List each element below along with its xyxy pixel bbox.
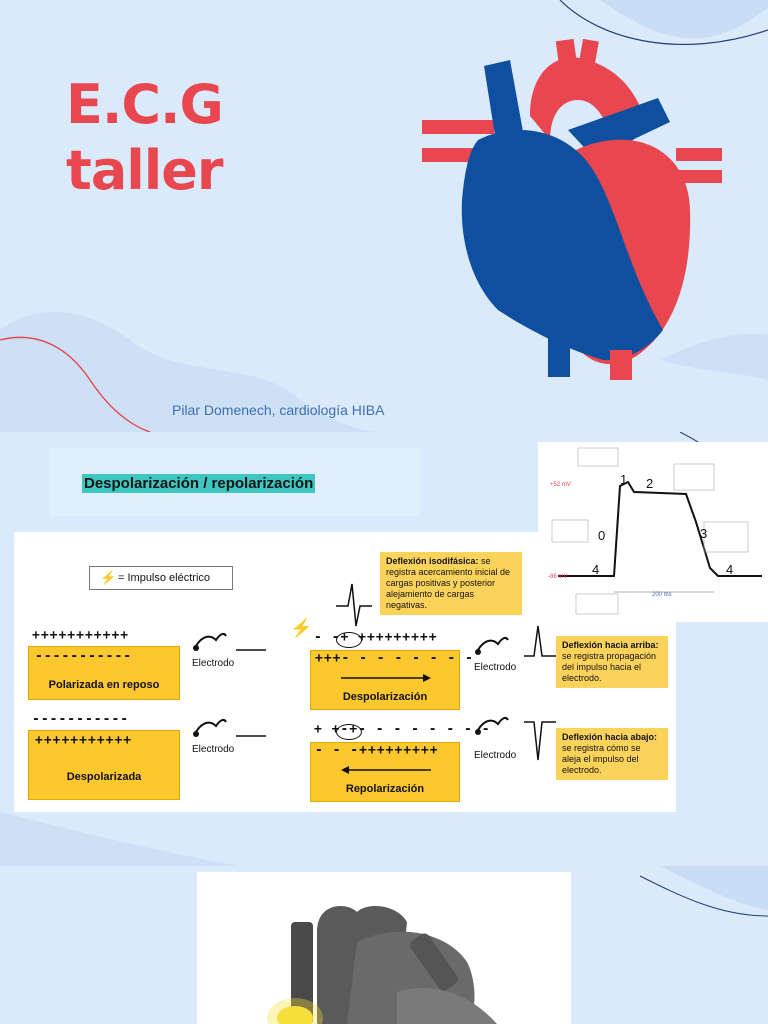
charges-plus-resting: +++++++++++ (32, 628, 130, 643)
phase-label: 4 (726, 562, 734, 577)
note-isodiphasic-text: se registra acercamiento inicial de carg… (386, 556, 511, 610)
voltage-bottom-label: -86 mV (548, 574, 568, 580)
electrode-icon (193, 718, 266, 737)
electrode-upward-wave-icon (475, 625, 556, 657)
electrode-label: Electrodo (474, 750, 517, 761)
phase-label: 2 (646, 476, 654, 491)
action-potential-figure: 0 1 2 3 4 4 +52 mV -86 mV 200 ms (538, 442, 768, 622)
gray-heart-illustration (267, 906, 497, 1024)
electrode-icon (193, 632, 266, 651)
note-upward: Deflexión hacia arriba: se registra prop… (556, 636, 668, 688)
note-isodiphasic-title: Deflexión isodifásica: (386, 556, 479, 566)
arrow-right-icon (341, 674, 431, 682)
title-slide: E.C.G taller Pilar Domenech, cardiología… (0, 0, 768, 432)
note-downward-title: Deflexión hacia abajo: (562, 732, 658, 742)
electrode-downward-wave-icon (475, 716, 556, 761)
bar-depolarization: +++- - - - - - - - Despolarización (310, 650, 473, 710)
charges-depolarization-bottom: +++- - - - - - - - (315, 651, 474, 666)
charges-minus-resting: ----------- (35, 649, 133, 664)
bar-resting: ----------- Polarizada en reposo (28, 646, 180, 700)
bar-label-repolarization: Repolarización (345, 783, 425, 795)
note-downward-text: se registra cómo se aleja el impulso del… (562, 743, 641, 775)
bar-depolarized: +++++++++++ Despolarizada (28, 730, 180, 800)
presentation-title: E.C.G taller (66, 72, 224, 204)
phase-label: 3 (700, 526, 708, 541)
charges-minus-depolarized: ----------- (32, 712, 130, 727)
decorative-curves (639, 866, 768, 917)
bar-label-resting: Polarizada en reposo (48, 679, 160, 691)
heart-anatomy-slide (0, 866, 768, 1024)
decorative-waves (0, 0, 768, 432)
lightning-icon: ⚡ (100, 570, 117, 585)
time-scale-label: 200 ms (652, 592, 672, 598)
action-potential-curve (551, 447, 762, 615)
legend-label: = Impulso eléctrico (118, 572, 211, 584)
depolarization-slide: Despolarización / repolarización ⚡ = Imp… (0, 432, 768, 866)
title-line-1: E.C.G (66, 73, 224, 136)
polarization-diagram: ⚡ = Impulso eléctrico +++++++++++ ------… (14, 532, 676, 812)
voltage-top-label: +52 mV (550, 482, 571, 488)
legend-box: ⚡ = Impulso eléctrico (89, 566, 233, 590)
note-upward-text: se registra propagación del impulso haci… (562, 651, 657, 683)
charge-circle (336, 632, 362, 648)
charges-repolarization-bottom: - - -+++++++++ (315, 743, 439, 758)
lightning-icon: ⚡ (290, 618, 313, 638)
phase-label: 1 (620, 472, 628, 487)
slide-heading-box: Despolarización / repolarización (50, 448, 420, 516)
slide-heading: Despolarización / repolarización (82, 474, 316, 493)
author-line: Pilar Domenech, cardiología HIBA (172, 402, 385, 418)
heart-illustration (422, 38, 722, 380)
phase-label: 0 (598, 528, 606, 543)
bar-label-depolarization: Despolarización (342, 691, 428, 703)
title-line-2: taller (66, 139, 224, 202)
isodiphasic-wave-icon (336, 583, 372, 627)
bar-label-depolarized: Despolarizada (66, 771, 142, 783)
heart-anatomy-image (197, 872, 571, 1024)
arrow-left-icon (341, 766, 431, 774)
note-downward: Deflexión hacia abajo: se registra cómo … (556, 728, 668, 780)
charges-depolarization-top: - -+ +++++++++ (314, 630, 438, 645)
bar-repolarization: - - -+++++++++ Repolarización (310, 742, 460, 802)
electrode-label: Electrodo (192, 658, 235, 669)
charges-plus-depolarized: +++++++++++ (35, 733, 133, 748)
note-isodiphasic: Deflexión isodifásica: se registra acerc… (380, 552, 522, 615)
electrode-label: Electrodo (474, 662, 517, 673)
phase-label: 4 (592, 562, 600, 577)
charge-circle (336, 724, 362, 740)
note-upward-title: Deflexión hacia arriba: (562, 640, 659, 650)
electrode-label: Electrodo (192, 744, 235, 755)
